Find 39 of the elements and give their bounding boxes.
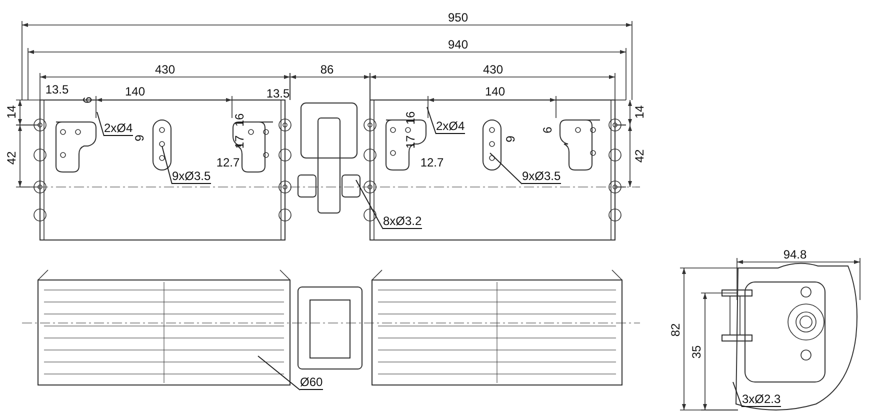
dimension-value: 17: [404, 135, 418, 149]
dimension-value: 950: [448, 12, 468, 24]
dimension-value: 9: [504, 136, 518, 142]
dimension-value: 430: [482, 64, 504, 76]
hole-callout: Ø60: [300, 376, 323, 390]
dimension-value: 13.5: [266, 88, 290, 100]
leader-line: [732, 382, 742, 408]
dimension-value: 140: [484, 86, 506, 98]
hole-callout: 8xØ3.2: [383, 215, 422, 229]
dimension-value: 42: [634, 149, 646, 163]
dimension-value: 35: [690, 345, 704, 359]
leader-line: [162, 146, 172, 184]
hole-callout: 9xØ3.5: [522, 170, 561, 184]
dimension-value: 86: [320, 64, 334, 76]
dimension-value: 14: [634, 105, 646, 119]
dimension-value: 6: [82, 96, 94, 104]
leader-line: [426, 106, 436, 134]
dimension-value: 42: [6, 151, 18, 165]
dimension-value: 9: [134, 134, 146, 142]
dimension-value: 430: [154, 64, 176, 76]
dimension-value: 940: [448, 38, 468, 52]
dimension-value: 140: [124, 86, 146, 98]
dimension-value: 14: [6, 105, 18, 119]
hole-callout: 2xØ4: [436, 120, 465, 134]
dimension-value: 94.8: [783, 248, 807, 262]
leader-line: [356, 180, 384, 230]
dimension-value: 12.7: [216, 156, 240, 170]
dimension-value: 13.5: [45, 84, 69, 96]
hole-callout: 9xØ3.5: [172, 170, 211, 184]
leader-line: [490, 152, 522, 184]
dimension-value: 12.7: [420, 156, 444, 170]
hole-callout: 2xØ4: [104, 122, 133, 136]
leader-line: [96, 112, 104, 136]
dimension-value: 16: [404, 111, 418, 125]
dimension-value: 6: [542, 126, 554, 134]
dimension-value: 17: [234, 135, 246, 149]
hole-callout: 3xØ2.3: [742, 393, 781, 407]
dimension-value: 82: [670, 323, 682, 337]
dimension-value: 16: [234, 113, 246, 127]
